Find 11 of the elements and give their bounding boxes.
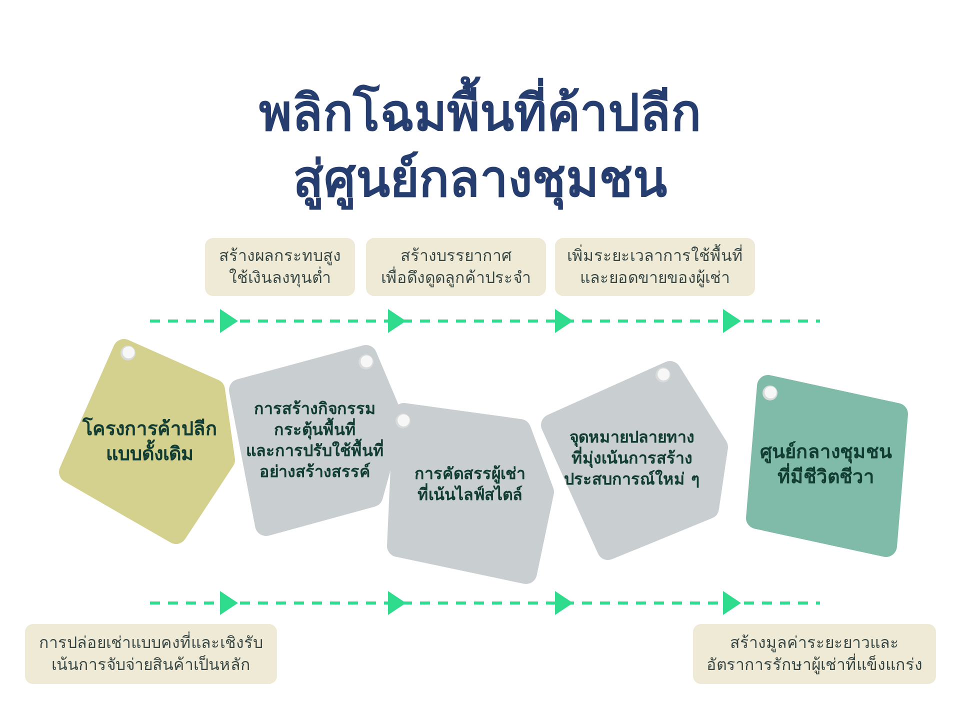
note-box: สร้างมูลค่าระยะยาวและอัตราการรักษาผู้เช่าที่แข็งแกร่ง bbox=[693, 624, 936, 684]
note-box: การปล่อยเช่าแบบคงที่และเชิงรับเน้นการจับจ่ายสินค้าเป็นหลัก bbox=[25, 624, 277, 684]
tag-label: การคัดสรรผู้เช่าที่เน้นไลฟ์สไตล์ bbox=[414, 463, 526, 505]
title: พลิกโฉมพื้นที่ค้าปลีกสู่ศูนย์กลางชุมชน bbox=[252, 76, 708, 216]
note-box: เพิ่มระยะเวลาการใช้พื้นที่และยอดขายของผู้เช่า bbox=[555, 238, 755, 296]
tag-label: จุดหมายปลายทางที่มุ่งเน้นการสร้างประสบการณ์ใหม่ ๆ bbox=[563, 426, 701, 490]
tag-label: โครงการค้าปลีกแบบดั้งเดิม bbox=[81, 417, 218, 467]
tag-label: ศูนย์กลางชุมชนที่มีชีวิตชีวา bbox=[759, 440, 893, 490]
note-box: สร้างผลกระทบสูงใช้เงินลงทุนต่ำ bbox=[205, 238, 355, 296]
tag-label: การสร้างกิจกรรมกระตุ้นพื้นที่และการปรับใช้พื้นที่อย่างสร้างสรรค์ bbox=[245, 398, 385, 482]
note-box: สร้างบรรยากาศเพื่อดึงดูดลูกค้าประจำ bbox=[366, 238, 546, 296]
